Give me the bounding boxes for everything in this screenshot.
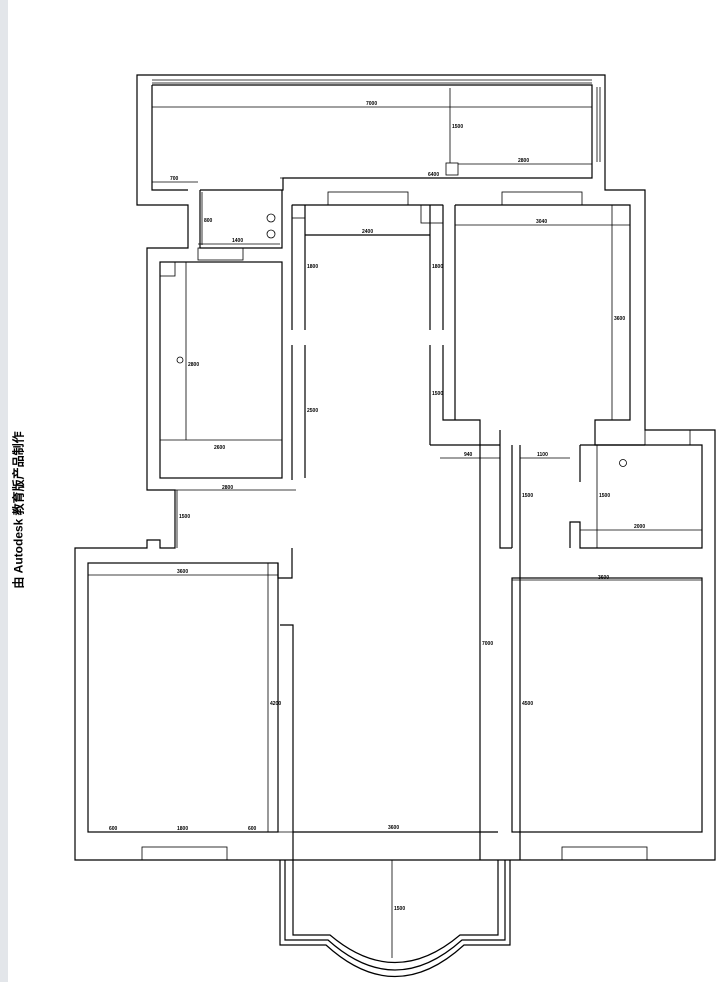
dimension-label: 600 [248, 826, 257, 832]
dimension-label: 940 [464, 452, 473, 458]
bathroom [569, 444, 703, 549]
dimension-label: 3040 [536, 219, 547, 225]
dimension-label: 1800 [307, 264, 318, 270]
window [141, 846, 228, 861]
dimension-label: 700 [170, 176, 179, 182]
column [420, 204, 444, 224]
column [159, 261, 176, 277]
dimension-label: 2800 [518, 158, 529, 164]
window [501, 191, 583, 206]
dimension-label: 3600 [598, 575, 609, 581]
bedroom-right [511, 577, 703, 833]
dimension-label: 3600 [177, 569, 188, 575]
small-room [159, 261, 283, 479]
dimension-label: 3600 [388, 825, 399, 831]
drain-icon [176, 356, 184, 364]
dimension-label: 4500 [522, 701, 533, 707]
window [644, 429, 691, 446]
bedroom-left [87, 562, 279, 833]
dimension-label: 1500 [522, 493, 533, 499]
window [197, 247, 244, 261]
dimension-label: 6400 [428, 172, 439, 178]
window [561, 846, 648, 861]
partition [499, 430, 521, 860]
dimension-label: 2600 [214, 445, 225, 451]
dimension-label: 3600 [614, 316, 625, 322]
dimension-label: 2800 [222, 485, 233, 491]
dimension-label: 4200 [270, 701, 281, 707]
dimension-label: 1500 [432, 391, 443, 397]
window [327, 191, 409, 206]
dimension-label: 7000 [366, 101, 377, 107]
dimension-label: 1500 [599, 493, 610, 499]
dimension-label: 600 [109, 826, 118, 832]
dimension-lines [88, 88, 702, 958]
dimension-label: 1800 [177, 826, 188, 832]
dimension-label: 7000 [482, 641, 493, 647]
bay-window [279, 860, 511, 978]
dimension-label: 1100 [537, 452, 548, 458]
scrollbar-track[interactable] [0, 0, 8, 982]
bedroom-left-wall [277, 548, 294, 860]
hall-wall-right [429, 204, 645, 860]
dimension-label: 1500 [452, 124, 463, 130]
column [291, 204, 306, 219]
dimension-label: 2400 [362, 229, 373, 235]
outer-wall [74, 74, 716, 861]
hall-wall-left [291, 204, 443, 480]
dimension-label: 2500 [307, 408, 318, 414]
dimension-label: 2000 [634, 524, 645, 530]
dimension-label: 1400 [232, 238, 243, 244]
dimension-label: 1800 [432, 264, 443, 270]
dimension-label: 1500 [394, 906, 405, 912]
dimension-label: 800 [204, 218, 213, 224]
drain-icon [266, 229, 276, 239]
dimension-label: 1500 [179, 514, 190, 520]
dimension-label: 2800 [188, 362, 199, 368]
drain-icon [266, 213, 276, 223]
drain-icon [619, 459, 627, 467]
